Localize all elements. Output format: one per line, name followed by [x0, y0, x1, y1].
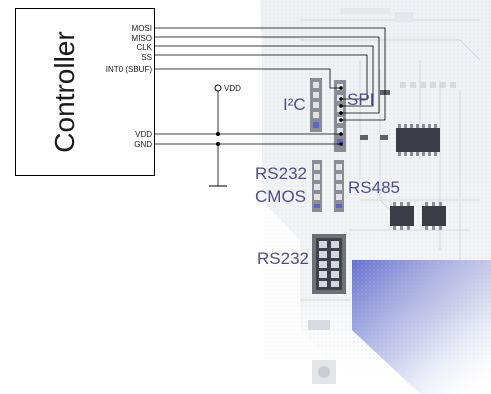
pin-label-clk: CLK: [136, 43, 152, 52]
bottom-components: [308, 320, 336, 384]
wire-clk: [154, 45, 374, 107]
bus-labels: I²C SPI RS232 CMOS RS485 RS232: [255, 90, 400, 268]
junction-dots: [216, 86, 343, 146]
label-rs232-top: RS232: [255, 164, 307, 183]
pin-label-gnd: GND: [134, 140, 152, 149]
pin-label-vdd: VDD: [135, 130, 152, 139]
vdd-supply-label: VDD: [224, 84, 241, 93]
pin-label-miso: MISO: [132, 34, 152, 43]
i2c-header: [310, 78, 322, 132]
controller-block: Controller: [15, 8, 155, 176]
controller-pin-labels: MOSI MISO CLK SS INT0 (SBUF) VDD GND: [106, 24, 153, 149]
label-spi: SPI: [347, 90, 374, 109]
label-rs232-bottom: RS232: [257, 249, 309, 268]
pin-label-ss: SS: [141, 53, 152, 62]
pin-label-mosi: MOSI: [132, 24, 152, 33]
label-rs485: RS485: [348, 178, 400, 197]
wire-int0: [154, 68, 341, 89]
wire-ss: [154, 54, 368, 100]
spi-header: [334, 80, 346, 152]
wire-mosi: [154, 27, 386, 121]
rs485-header: [334, 160, 344, 212]
controller-title: Controller: [49, 31, 80, 152]
rs232-box-header: [312, 234, 346, 294]
rs232-cmos-header: [312, 160, 322, 212]
label-i2c: I²C: [283, 95, 306, 114]
pin-label-int0: INT0 (SBUF): [106, 65, 153, 74]
chip-small-right: [422, 202, 446, 230]
blue-highlight-region: [352, 260, 491, 394]
chip-soic-large: [396, 124, 440, 156]
signal-wires: [154, 27, 386, 187]
label-cmos: CMOS: [255, 187, 306, 206]
wire-miso: [154, 36, 380, 114]
vdd-terminal: VDD: [214, 84, 241, 93]
chip-small-left: [390, 202, 414, 230]
